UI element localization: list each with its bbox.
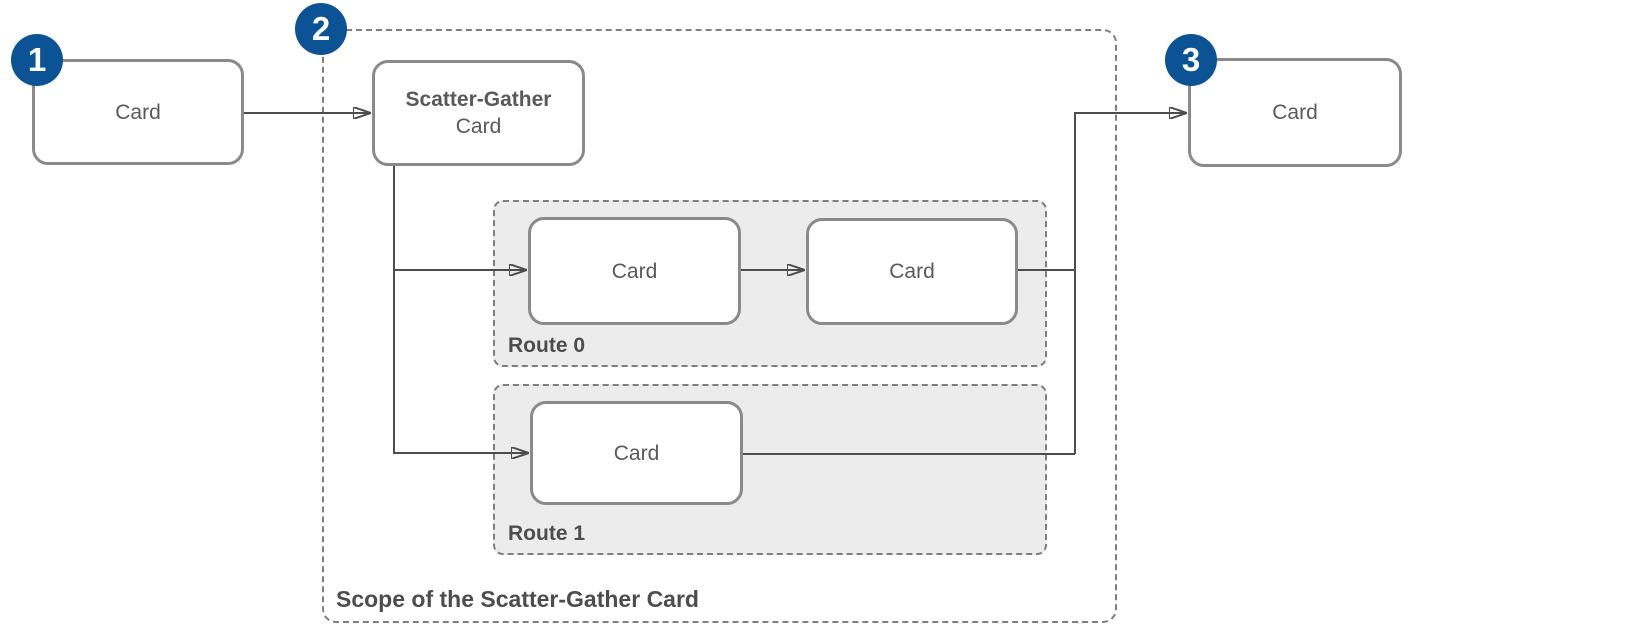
connector-gather-to-target-arrow <box>1074 113 1185 454</box>
target-card-label: Card <box>1272 101 1318 124</box>
step-1-badge: 1 <box>11 34 63 86</box>
scatter-gather-card-title: Scatter-Gather <box>405 88 552 111</box>
scope-label: Scope of the Scatter-Gather Card <box>336 586 699 612</box>
step-3-badge-number: 3 <box>1181 41 1201 78</box>
route0-card-1-node: Card <box>528 217 741 325</box>
scatter-gather-card-subtitle: Card <box>455 115 502 138</box>
step-1-badge-number: 1 <box>27 41 47 78</box>
route1-card-1-label: Card <box>613 441 660 465</box>
route-0-label: Route 0 <box>508 334 586 357</box>
target-card-node: Card <box>1188 58 1402 167</box>
step-3-badge: 3 <box>1165 34 1217 86</box>
route0-card-1-label: Card <box>611 259 658 283</box>
route0-card-2-node: Card <box>806 218 1018 325</box>
route0-card-2-label: Card <box>889 260 935 283</box>
step-2-badge-number: 2 <box>311 10 331 47</box>
route1-card-1-node: Card <box>530 401 743 505</box>
source-card-label: Card <box>115 100 161 124</box>
route-1-label: Route 1 <box>508 522 586 545</box>
route-1-container: Route 1 <box>493 384 1047 555</box>
source-card-node: Card <box>32 59 244 165</box>
scatter-gather-card-node: Scatter-Gather Card <box>372 60 585 166</box>
scope-container: Scope of the Scatter-Gather Card <box>322 29 1117 623</box>
step-2-badge: 2 <box>295 3 347 55</box>
